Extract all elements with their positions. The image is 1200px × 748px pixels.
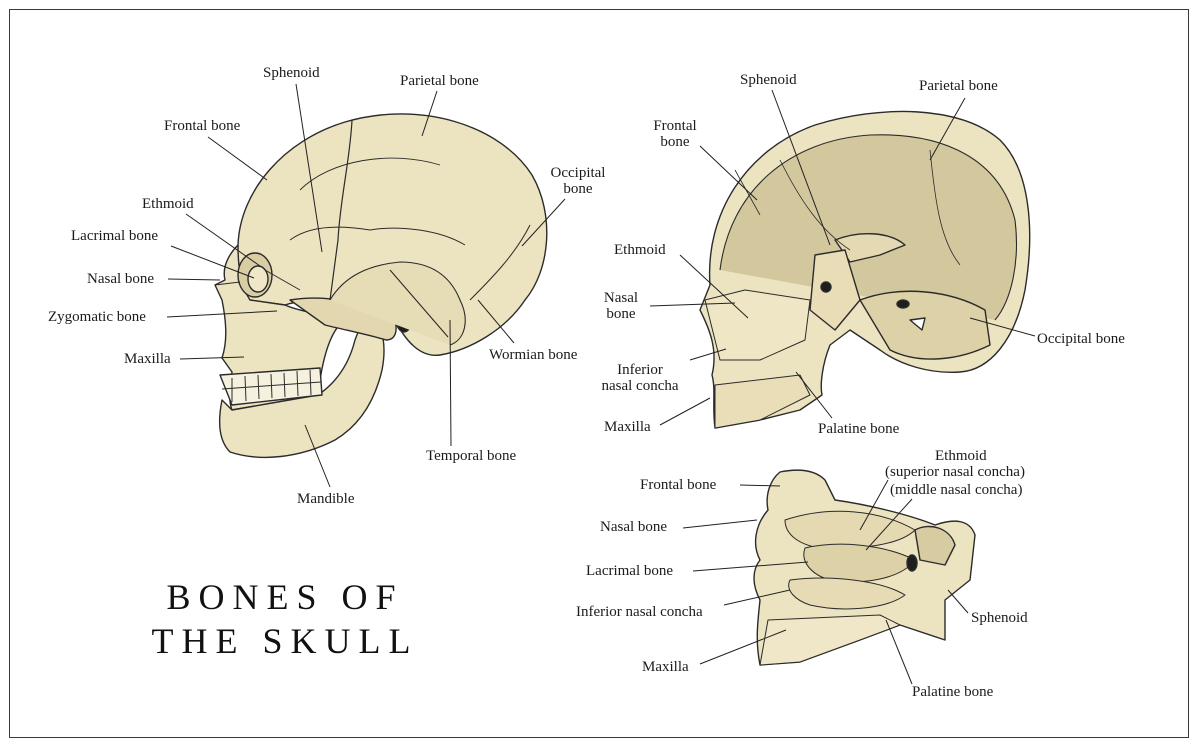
nasal-wall-drawing bbox=[753, 469, 976, 666]
poster-frame bbox=[9, 9, 1189, 738]
label-temporal-lateral: Temporal bone bbox=[426, 448, 517, 464]
label-lacrimal-lateral: Lacrimal bone bbox=[71, 228, 159, 244]
label-wormian-lateral: Wormian bone bbox=[489, 347, 578, 363]
label-parietal-sagittal: Parietal bone bbox=[919, 78, 998, 94]
label-ethmoid-nasalwall: Ethmoid bbox=[935, 448, 987, 464]
label-palatine-nasalwall: Palatine bone bbox=[912, 684, 994, 700]
label-frontal-nasalwall: Frontal bone bbox=[640, 477, 717, 493]
label-ethmoid-sagittal: Ethmoid bbox=[614, 242, 666, 258]
label-maxilla-sagittal: Maxilla bbox=[604, 419, 651, 435]
label-nasal-lateral: Nasal bone bbox=[87, 271, 155, 287]
label-lacrimal-nasalwall: Lacrimal bone bbox=[586, 563, 674, 579]
label-sphenoid-lateral: Sphenoid bbox=[263, 65, 320, 81]
label-concha-nasalwall: Inferior nasal concha bbox=[576, 604, 703, 620]
label-frontal-sagittal: Frontal bone bbox=[653, 118, 697, 150]
label-ethmoid-superior-concha: (superior nasal concha) bbox=[885, 464, 1025, 480]
label-sphenoid-sagittal: Sphenoid bbox=[740, 72, 797, 88]
label-concha-sagittal: Inferior nasal concha bbox=[601, 362, 679, 394]
leader-lines bbox=[166, 83, 1036, 685]
label-nasal-sagittal: Nasal bone bbox=[603, 290, 639, 322]
label-nasal-nasalwall: Nasal bone bbox=[600, 519, 668, 535]
label-parietal-lateral: Parietal bone bbox=[400, 73, 479, 89]
label-palatine-sagittal: Palatine bone bbox=[818, 421, 900, 437]
label-sphenoid-nasalwall: Sphenoid bbox=[971, 610, 1028, 626]
label-maxilla-nasalwall: Maxilla bbox=[642, 659, 689, 675]
label-frontal-lateral: Frontal bone bbox=[164, 118, 241, 134]
title-line-2: THE SKULL bbox=[151, 621, 419, 661]
label-occipital-lateral: Occipital bone bbox=[550, 165, 606, 197]
label-maxilla-lateral: Maxilla bbox=[124, 351, 171, 367]
sagittal-skull-drawing bbox=[699, 110, 1031, 429]
title-line-1: BONES OF bbox=[166, 577, 404, 617]
label-zygomatic-lateral: Zygomatic bone bbox=[48, 309, 146, 325]
label-ethmoid-middle-concha: (middle nasal concha) bbox=[890, 482, 1023, 498]
label-ethmoid-lateral: Ethmoid bbox=[142, 196, 194, 212]
label-occipital-sagittal: Occipital bone bbox=[1037, 331, 1125, 347]
lateral-skull-drawing bbox=[214, 113, 548, 459]
label-mandible-lateral: Mandible bbox=[297, 491, 355, 507]
